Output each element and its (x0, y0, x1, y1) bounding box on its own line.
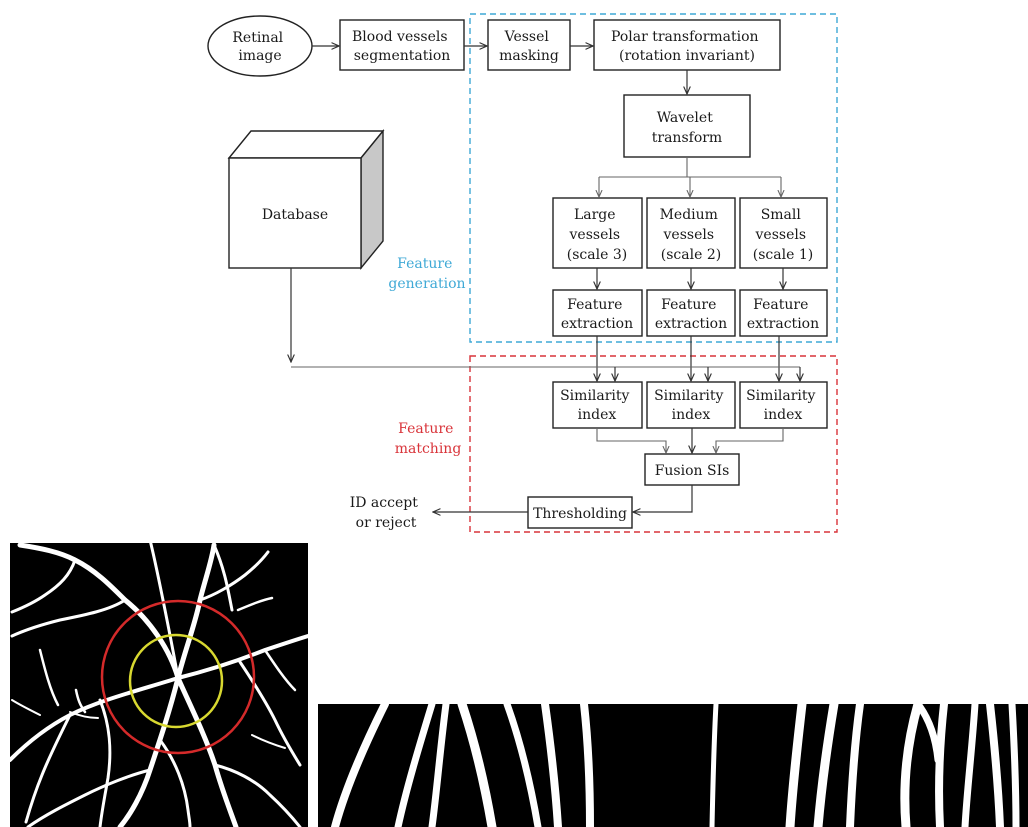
database-label: Database (262, 207, 328, 223)
feature-extraction-label-small: Feature extraction (747, 297, 819, 332)
id-output-label: ID accept or reject (350, 495, 423, 531)
flow-diagram: Feature generation Feature matching Reti… (207, 13, 838, 533)
wavelet-transform-node (623, 94, 751, 158)
feature-generation-group (469, 13, 838, 343)
blood-vessels-segmentation-label: Blood vessels segmentation (352, 29, 452, 64)
outer-optic-disc-circle (100, 599, 256, 755)
feature-matching-group (469, 355, 838, 533)
edge-si3-to-fusion (716, 428, 784, 453)
vessel-masking-label: Vessel masking (499, 29, 559, 64)
polar-unwrapped-vessels-image (318, 704, 1028, 827)
feature-extraction-label-medium: Feature extraction (655, 297, 727, 332)
edge-si1-to-fusion (596, 428, 666, 453)
feature-extraction-label-large: Feature extraction (561, 297, 633, 332)
feature-extraction-node-large (552, 289, 643, 337)
vessel-tree (10, 543, 308, 827)
large-vessels-node (552, 197, 643, 269)
polar-transformation-label: Polar transformation (rotation invariant… (611, 29, 763, 64)
fusion-sis-label: Fusion SIs (655, 463, 730, 479)
retinal-image-node (207, 15, 313, 77)
inner-optic-disc-circle (128, 633, 224, 729)
feature-generation-label: Feature generation (388, 256, 465, 292)
blood-vessels-segmentation-node (339, 19, 465, 71)
fusion-sis-node (644, 453, 740, 486)
small-vessels-node (739, 197, 828, 269)
feature-extraction-node-small (739, 289, 828, 337)
edge-wavelet-split (599, 157, 781, 178)
segmented-retina-image (10, 543, 308, 827)
retinal-image-label: Retinal image (232, 30, 287, 64)
thresholding-node (527, 496, 633, 529)
edge-fusion-to-thresholding (633, 485, 693, 512)
large-vessels-label: Large vessels (scale 3) (567, 207, 627, 263)
small-vessels-label: Small vessels (scale 1) (753, 207, 813, 263)
similarity-index-label-2: Similarity index (654, 388, 728, 423)
unwrapped-vessel-bands (331, 704, 1020, 827)
feature-matching-label: Feature matching (395, 421, 462, 457)
thresholding-label: Thresholding (533, 506, 627, 522)
vessel-masking-node (487, 19, 571, 71)
similarity-index-node-1 (552, 381, 643, 429)
similarity-index-node-2 (646, 381, 736, 429)
similarity-index-label-1: Similarity index (560, 388, 634, 423)
feature-extraction-node-medium (646, 289, 736, 337)
medium-vessels-label: Medium vessels (scale 2) (660, 207, 723, 263)
similarity-index-node-3 (739, 381, 828, 429)
similarity-index-label-3: Similarity index (746, 388, 820, 423)
edges (291, 46, 800, 512)
database-node (227, 129, 385, 270)
wavelet-transform-label: Wavelet transform (652, 110, 722, 146)
